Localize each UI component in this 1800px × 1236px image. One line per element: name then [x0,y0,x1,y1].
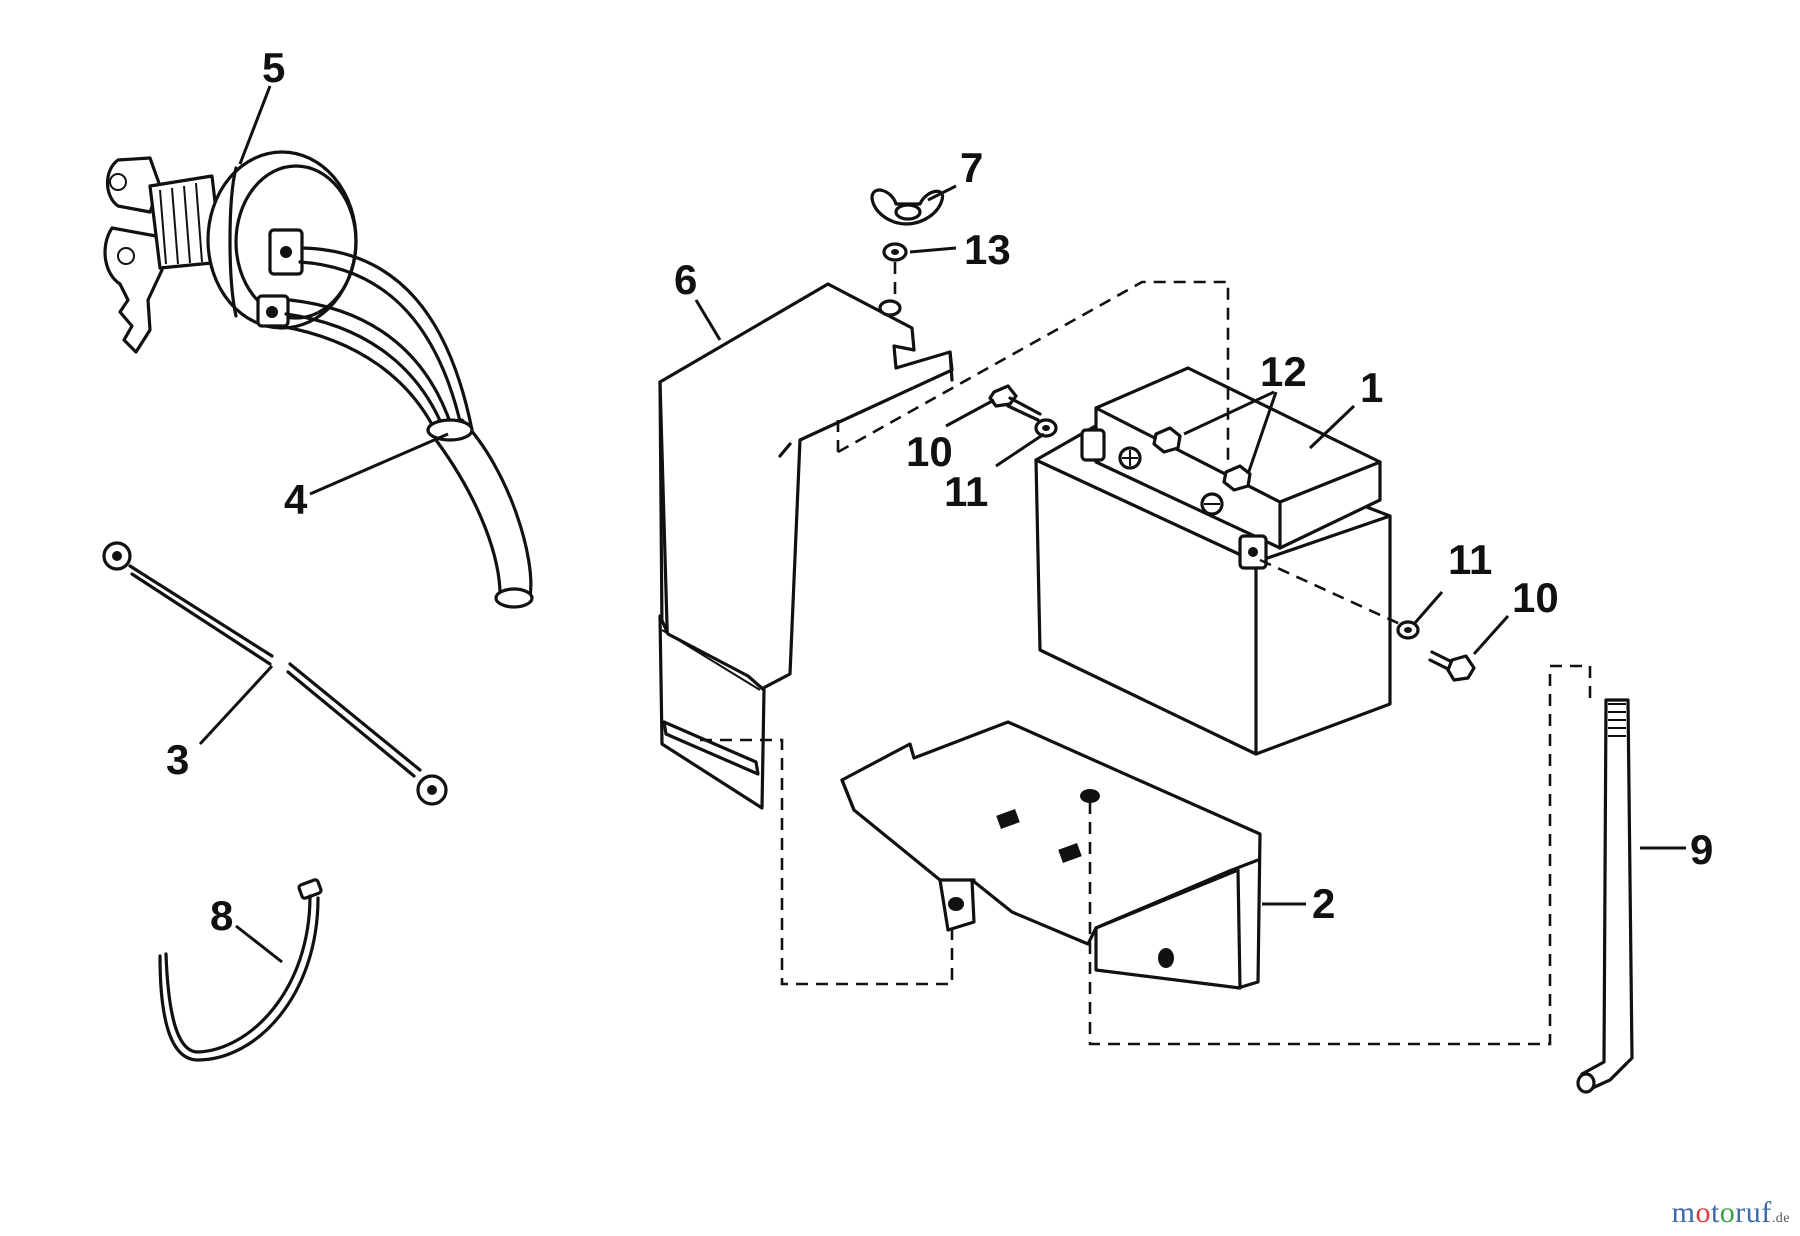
washer-left [1034,418,1058,438]
callout-10-left: 10 [906,428,953,475]
leader-lines [198,85,1686,964]
callout-8: 7 [960,144,983,191]
callout-5: 5 [262,44,285,91]
callout-7: 9 [1690,826,1713,873]
callout-1: 1 [1360,364,1383,411]
watermark-suffix: ruf [1735,1196,1772,1229]
callout-11-left: 11 [944,468,988,515]
watermark-tld: .de [1771,1211,1790,1226]
washer-top [882,242,908,262]
callout-13: 13 [964,226,1011,273]
bolt-right [1428,650,1476,682]
hold-down-bracket [658,282,954,810]
battery [1034,366,1392,756]
wing-nut [870,188,945,226]
hold-down-rod [1576,698,1634,1094]
assembly-lines [700,262,1592,1046]
callout-12: 12 [1260,348,1307,395]
callout-11-right: 11 [1448,536,1492,583]
callout-2: 2 [1312,880,1335,927]
callout-labels: 5 4 3 8 6 7 13 1 12 10 11 11 10 9 2 [166,44,1713,939]
watermark: motoruf.de [1672,1196,1790,1230]
watermark-o1: o [1695,1196,1711,1229]
short-cable [158,878,323,1062]
callout-10-right: 10 [1512,574,1559,621]
battery-tray [840,720,1262,990]
watermark-mid: t [1710,1196,1720,1229]
wire-harness [278,246,534,609]
callout-4: 4 [284,476,308,523]
watermark-prefix: m [1671,1196,1696,1229]
callout-9: 8 [210,892,233,939]
terminal-nuts [1152,426,1252,492]
bolt-left [988,384,1042,422]
washer-right [1396,620,1420,640]
ignition-switch [103,150,358,354]
callout-3: 3 [166,736,189,783]
watermark-o2: o [1719,1196,1736,1229]
ground-cable [102,541,448,806]
callout-6: 6 [674,256,697,303]
